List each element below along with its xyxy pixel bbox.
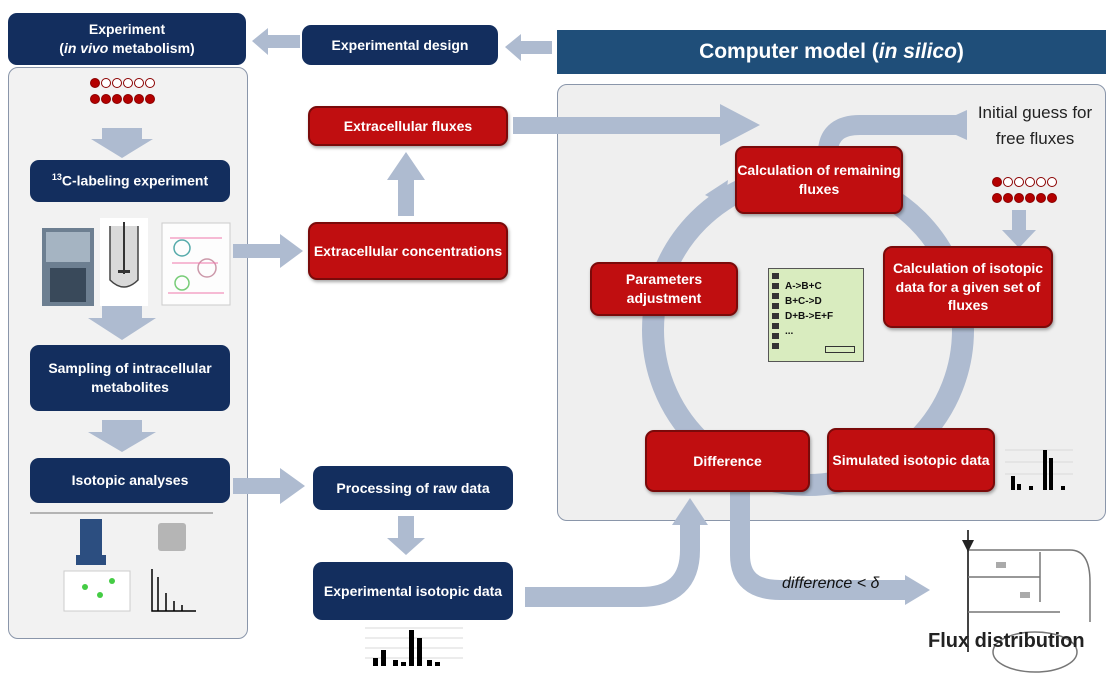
difference-box[interactable]: Difference [645, 430, 810, 492]
simulated-box[interactable]: Simulated isotopic data [827, 428, 995, 492]
arrow-model-to-design [505, 34, 552, 61]
computer-model-in-silico: in silico [878, 40, 957, 63]
experiment-line1: Experiment [88, 21, 166, 38]
arrow-down-middle [387, 516, 425, 555]
extracellular-concentrations-box[interactable]: Extracellular concentrations [308, 222, 508, 280]
experiment-line2: metabolism) [108, 40, 195, 56]
arrow-design-to-experiment [252, 28, 300, 55]
experimental-spectrum [365, 627, 463, 666]
arrow-down-2 [88, 305, 156, 340]
isotopic-analyses-label: Isotopic analyses [71, 472, 189, 489]
labeling-experiment-box[interactable]: 13C-labeling experiment [30, 160, 230, 202]
arrow-down-3 [88, 420, 156, 452]
reaction-list: A->B+C B+C->D D+B->E+F ... [785, 279, 833, 339]
arrow-to-processing [233, 468, 305, 504]
parameters-label: Parameters adjustment [625, 271, 703, 306]
reaction-3: D+B->E+F [785, 311, 834, 322]
label-dots-top [90, 78, 155, 104]
computer-model-label: Computer model ( [699, 40, 879, 63]
arrow-fluxes-to-calc [513, 104, 760, 146]
extracellular-fluxes-label: Extracellular fluxes [343, 117, 473, 134]
flux-distribution-label: Flux distribution [928, 630, 1085, 652]
calc-isotopic-box[interactable]: Calculation of isotopic data for a given… [883, 246, 1053, 328]
reaction-document: A->B+C B+C->D D+B->E+F ... [768, 268, 864, 362]
extracellular-fluxes-box[interactable]: Extracellular fluxes [308, 106, 508, 146]
extracellular-concentrations-label: Extracellular concentrations [313, 242, 503, 259]
difference-label: Difference [693, 452, 762, 469]
arrow-to-concentrations [233, 234, 303, 268]
simulated-label: Simulated isotopic data [832, 451, 990, 468]
arrow-to-flux-distribution [730, 475, 905, 600]
experimental-isotopic-label: Experimental isotopic data [323, 582, 503, 599]
isotopic-analyses-box[interactable]: Isotopic analyses [30, 458, 230, 503]
experimental-design-box[interactable]: Experimental design [302, 25, 498, 65]
arrow-down-1 [91, 128, 153, 158]
difference-condition: difference < δ [782, 575, 880, 592]
label-dots-right [992, 177, 1057, 203]
processing-label: Processing of raw data [336, 479, 490, 496]
analysis-instruments [63, 519, 196, 612]
processing-box[interactable]: Processing of raw data [313, 466, 513, 510]
calc-remaining-box[interactable]: Calculation of remaining fluxes [735, 146, 903, 214]
arrow-initial-guess [818, 115, 960, 152]
flux-network-image [962, 530, 1091, 673]
experimental-design-label: Experimental design [331, 36, 469, 53]
arrow-up-middle [387, 152, 425, 216]
sampling-box[interactable]: Sampling of intracellular metabolites [30, 345, 230, 411]
experimental-isotopic-box[interactable]: Experimental isotopic data [313, 562, 513, 620]
document-equals-mark [825, 346, 855, 353]
simulated-spectrum [1005, 449, 1073, 490]
equipment-images [42, 218, 231, 306]
sampling-label: Sampling of intracellular metabolites [48, 360, 212, 395]
parameters-box[interactable]: Parameters adjustment [590, 262, 738, 316]
reaction-1: A->B+C [785, 281, 822, 292]
computer-model-end: ) [956, 40, 964, 63]
arrow-down-isotopic [1002, 210, 1036, 248]
arrow-exp-to-difference [525, 520, 700, 607]
labeling-sup: 13 [51, 172, 62, 183]
calc-isotopic-label: Calculation of isotopic data for a given… [892, 259, 1044, 314]
reaction-2: B+C->D [785, 296, 822, 307]
experiment-box[interactable]: Experiment(in vivo metabolism) [8, 13, 246, 65]
labeling-label: C-labeling experiment [61, 172, 209, 189]
experiment-in-vivo: in vivo [63, 40, 109, 56]
initial-guess-text: Initial guess for free fluxes [977, 103, 1093, 149]
calc-remaining-label: Calculation of remaining fluxes [737, 162, 901, 197]
document-checkboxes [772, 273, 779, 353]
computer-model-banner: Computer model (in silico) [557, 30, 1106, 74]
reaction-4: ... [785, 326, 794, 337]
